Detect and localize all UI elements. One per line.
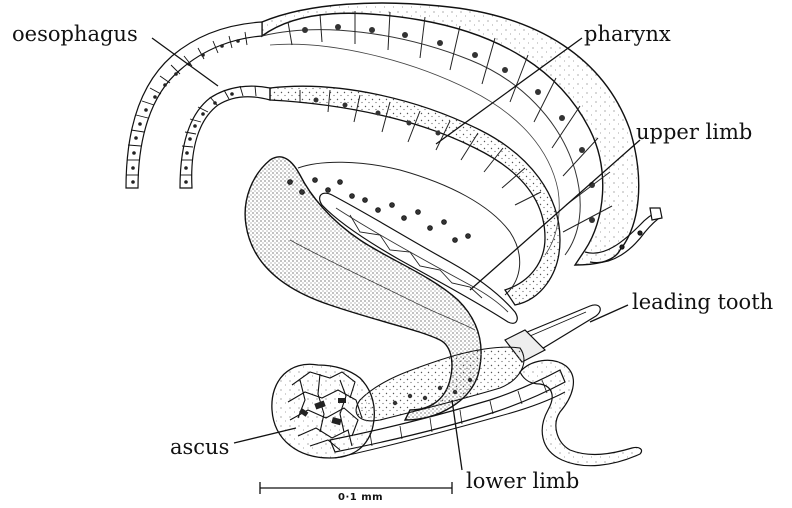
- label-oesophagus: oesophagus: [12, 24, 138, 45]
- label-ascus: ascus: [170, 437, 229, 458]
- ascus-structure: [272, 364, 374, 458]
- leader-pharynx: [436, 38, 582, 144]
- label-leading-tooth: leading tooth: [632, 292, 773, 313]
- lower-right-appendage: [520, 360, 642, 465]
- oesophagus-inner-tube: [180, 86, 270, 188]
- oesophagus-outer-tube: [126, 22, 262, 188]
- label-lower-limb: lower limb: [466, 471, 579, 492]
- label-upper-limb: upper limb: [636, 122, 752, 143]
- scale-bar-label: 0·1 mm: [338, 493, 383, 503]
- label-pharynx: pharynx: [584, 24, 671, 45]
